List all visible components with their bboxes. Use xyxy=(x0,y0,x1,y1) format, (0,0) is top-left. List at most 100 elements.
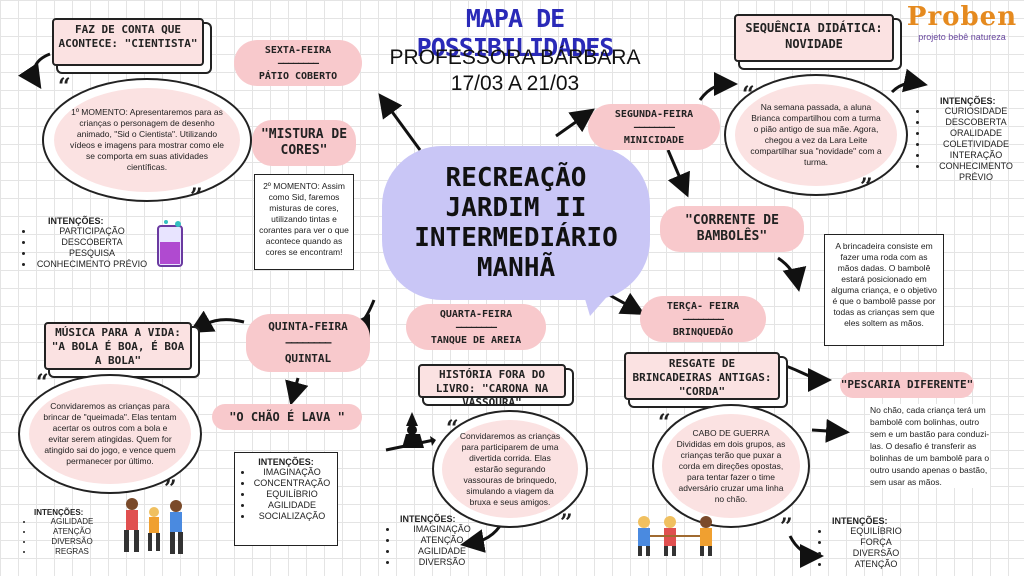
friday-intentions: INTENÇÕES: PARTICIPAÇÃO DESCOBERTA PESQU… xyxy=(22,216,150,270)
arrow-center-monday xyxy=(555,108,595,138)
arrow-monday-activity xyxy=(666,149,690,198)
wednesday-intentions-title: INTENÇÕES: xyxy=(400,514,456,524)
wednesday-day: QUARTA-FEIRA xyxy=(439,308,513,320)
center-bubble: RECREAÇÃO JARDIM II INTERMEDIÁRIO MANHÃ xyxy=(382,146,650,300)
monday-section-title: SEQUÊNCIA DIDÁTICA: NOVIDADE xyxy=(734,14,894,62)
tuesday-text: Divididas em dois grupos, as crianças te… xyxy=(676,438,786,504)
monday-activity-pill: "CORRENTE DE BAMBOLÊS" xyxy=(660,206,804,252)
monday-activity-text: A brincadeira consiste em fazer uma roda… xyxy=(824,234,944,346)
center-bubble-tail xyxy=(580,282,620,316)
friday-place: PÁTIO COBERTO xyxy=(258,70,338,82)
thursday-day-pill: QUINTA-FEIRA ———————— QUINTAL xyxy=(246,314,370,372)
monday-intention-item: COLETIVIDADE xyxy=(928,139,1024,150)
page-title: MAPA DE POSSIBILIDADES xyxy=(416,4,615,62)
thursday-activity-pill: "O CHÃO É LAVA " xyxy=(212,404,362,430)
tuesday-day-pill: TERÇA- FEIRA ———————— BRINQUEDÃO xyxy=(640,296,766,342)
monday-dash: ———————— xyxy=(633,121,675,133)
logo-tagline: projeto bebê natureza xyxy=(918,32,1006,42)
thursday-intention-item: CONCENTRAÇÃO xyxy=(253,478,331,489)
monday-intentions-title: INTENÇÕES: xyxy=(940,96,996,106)
thursday-intention2-item: ATENÇÃO xyxy=(34,527,110,537)
monday-intention-item: CURIOSIDADE xyxy=(928,106,1024,117)
center-line-4: MANHÃ xyxy=(476,253,556,283)
wednesday-intention-item: AGILIDADE xyxy=(398,546,486,557)
monday-day-pill: SEGUNDA-FEIRA ———————— MINICIDADE xyxy=(588,104,720,150)
open-quote-icon: “ xyxy=(58,74,71,100)
thursday-intentions-2: INTENÇÕES: AGILIDADE ATENÇÃO DIVERSÃO RE… xyxy=(22,508,110,557)
logo-name: Proben xyxy=(906,2,1018,32)
tuesday-section-title: RESGATE DE BRINCADEIRAS ANTIGAS: "CORDA" xyxy=(624,352,780,400)
arrow-tuesday-pescaria xyxy=(779,362,832,392)
date-range: 17/03 A 21/03 xyxy=(450,72,580,95)
thursday-ellipse: Convidaremos as crianças para brincar de… xyxy=(18,374,202,494)
center-line-2: JARDIM II xyxy=(445,193,587,223)
open-quote-icon: “ xyxy=(658,410,671,436)
wednesday-text: Convidaremos as crianças para participar… xyxy=(442,420,578,518)
logo: Proben projeto bebê natureza xyxy=(906,2,1018,42)
thursday-day: QUINTA-FEIRA xyxy=(268,320,348,333)
wednesday-intentions: INTENÇÕES: IMAGINAÇÃO ATENÇÃO AGILIDADE … xyxy=(386,514,486,568)
friday-activity-text: 2º MOMENTO: Assim como Sid, faremos mist… xyxy=(254,174,354,270)
friday-day-pill: SEXTA-FEIRA ———————— PÁTIO COBERTO xyxy=(234,40,362,86)
thursday-intention2-item: REGRAS xyxy=(34,547,110,557)
tuesday-text-box: CABO DE GUERRA Divididas em dois grupos,… xyxy=(662,414,800,518)
arrow-thursday-music xyxy=(188,310,245,333)
tuesday-place: BRINQUEDÃO xyxy=(672,326,734,338)
arrow-thursday-lava xyxy=(285,377,309,406)
arrow-wednesday-int xyxy=(460,525,502,553)
friday-section-title: FAZ DE CONTA QUE ACONTECE: "CIENTISTA" xyxy=(52,18,204,66)
center-line-1: RECREAÇÃO xyxy=(445,163,587,193)
wednesday-intention-item: DIVERSÃO xyxy=(398,557,486,568)
thursday-intentions2-title: INTENÇÕES: xyxy=(34,508,84,517)
teacher-name: PROFESSORA BÁRBARA xyxy=(389,46,641,69)
tuesday-activity-pill: "PESCARIA DIFERENTE" xyxy=(840,372,974,398)
wednesday-dash: ———————— xyxy=(455,321,497,333)
witch-icon xyxy=(384,410,436,460)
thursday-place: QUINTAL xyxy=(284,352,332,365)
tuesday-intention-item: ATENÇÃO xyxy=(830,559,922,570)
thursday-intentions-title: INTENÇÕES: xyxy=(258,457,314,467)
friday-activity-pill: "MISTURA DE CORES" xyxy=(252,120,356,166)
tuesday-intention-item: DIVERSÃO xyxy=(830,548,922,559)
close-quote-icon: ” xyxy=(780,514,793,540)
close-quote-icon: ” xyxy=(190,184,203,210)
arrow-pescaria-text xyxy=(811,418,850,443)
wednesday-intention-item: ATENÇÃO xyxy=(398,535,486,546)
thursday-intention-item: EQUILÍBRIO xyxy=(253,489,331,500)
tuesday-activity-text: No chão, cada criança terá um bambolê co… xyxy=(870,404,990,488)
arrow-monday-section xyxy=(698,72,738,101)
tuesday-intention-item: EQUILÍBRIO xyxy=(830,526,922,537)
thursday-dash: ———————— xyxy=(285,336,332,349)
thursday-intention2-item: AGILIDADE xyxy=(34,517,110,527)
monday-intention-item: CONHECIMENTO PRÉVIO xyxy=(928,161,1024,183)
arrow-monday-intentions xyxy=(890,68,928,94)
close-quote-icon: ” xyxy=(560,510,573,536)
wednesday-ellipse: Convidaremos as crianças para participar… xyxy=(432,410,588,528)
arrow-friday-left xyxy=(18,52,51,89)
thursday-intentions: INTENÇÕES: IMAGINAÇÃO CONCENTRAÇÃO EQUIL… xyxy=(234,452,338,546)
tuesday-dash: ———————— xyxy=(682,313,724,325)
kids-icon xyxy=(630,514,726,562)
close-quote-icon: ” xyxy=(164,476,177,502)
monday-intention-item: INTERAÇÃO xyxy=(928,150,1024,161)
monday-intentions: INTENÇÕES: CURIOSIDADE DESCOBERTA ORALID… xyxy=(916,96,1024,183)
thursday-intention-item: SOCIALIZAÇÃO xyxy=(253,511,331,522)
kids-icon xyxy=(118,496,188,562)
center-line-3: INTERMEDIÁRIO xyxy=(414,223,618,253)
friday-intention-item: PESQUISA xyxy=(34,248,150,259)
monday-ellipse: Na semana passada, a aluna Brianca compa… xyxy=(724,74,908,196)
thursday-text: Convidaremos as crianças para brincar de… xyxy=(29,384,191,484)
tuesday-text-title: CABO DE GUERRA xyxy=(692,427,770,438)
monday-intention-item: ORALIDADE xyxy=(928,128,1024,139)
open-quote-icon: “ xyxy=(36,370,49,396)
arrow-center-friday xyxy=(378,93,422,151)
friday-intention-item: DESCOBERTA xyxy=(34,237,150,248)
tuesday-intentions-title: INTENÇÕES: xyxy=(832,516,888,526)
monday-place: MINICIDADE xyxy=(623,134,685,146)
arrow-activity-text xyxy=(777,256,807,292)
tuesday-intentions: INTENÇÕES: EQUILÍBRIO FORÇA DIVERSÃO ATE… xyxy=(818,516,922,570)
friday-ellipse: 1º MOMENTO: Apresentaremos para as crian… xyxy=(42,78,252,202)
monday-day: SEGUNDA-FEIRA xyxy=(614,108,694,120)
friday-intention-item: CONHECIMENTO PRÉVIO xyxy=(34,259,150,270)
